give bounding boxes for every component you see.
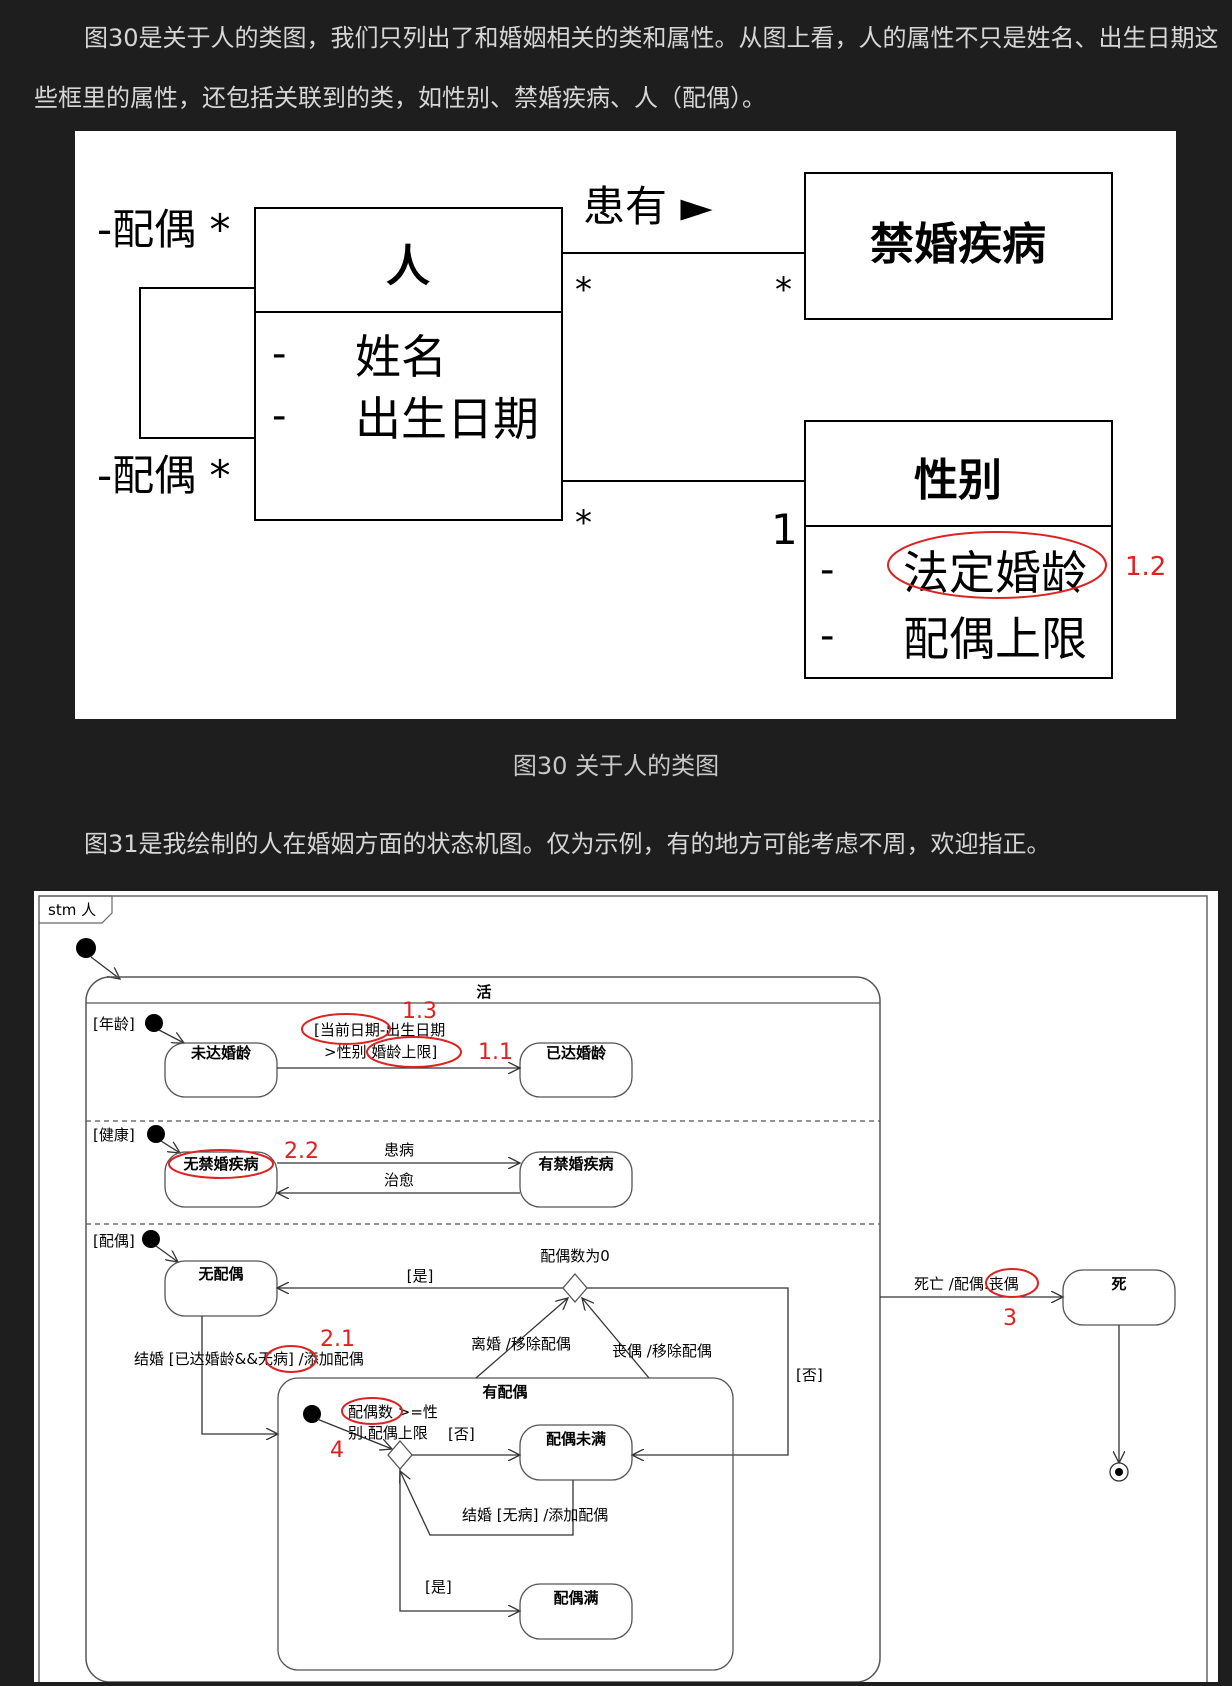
gender-attr-vis-2: -: [820, 613, 834, 659]
svg-text:有配偶: 有配偶: [482, 1383, 527, 1401]
frame: [38, 895, 1208, 1686]
annotation-4: 4: [330, 1438, 344, 1463]
widow-label: 丧偶 /移除配偶: [612, 1342, 712, 1360]
state-alive-name: 活: [476, 983, 491, 1001]
disease-class-name: 禁婚疾病: [870, 219, 1046, 270]
annotation-1-3: 1.3: [402, 999, 437, 1024]
person-attr-vis-2: -: [272, 393, 286, 439]
state-full: [519, 1583, 633, 1640]
region-age-label: [年龄]: [93, 1015, 135, 1033]
state-underage: [164, 1042, 278, 1098]
frame-label: stm 人: [48, 901, 96, 919]
self-role-bottom: -配偶 *: [97, 451, 231, 500]
guard-no-right: [否]: [796, 1366, 823, 1384]
gender-class-name: 性别: [914, 455, 1002, 506]
svg-text:配偶满: 配偶满: [553, 1589, 598, 1607]
choice-zero-spouses: [562, 1273, 588, 1303]
mult-person-disease-left: *: [575, 270, 592, 310]
svg-text:无配偶: 无配偶: [197, 1265, 243, 1283]
person-attr-vis-1: -: [272, 331, 286, 377]
region-spouse-label: [配偶]: [93, 1232, 135, 1250]
marry-inner-label: 结婚 [无病] /添加配偶: [462, 1506, 608, 1524]
marry-label: 结婚 [已达婚龄&&无病] /添加配偶: [134, 1350, 364, 1368]
svg-text:配偶未满: 配偶未满: [546, 1430, 606, 1448]
gender-class-box: [804, 420, 1113, 679]
self-association-line: [139, 287, 255, 439]
intro-paragraph: 图30是关于人的类图，我们只列出了和婚姻相关的类和属性。从图上看，人的属性不只是…: [34, 24, 1219, 112]
state-not-full: [519, 1424, 633, 1481]
choice-spouse-limit: [387, 1440, 413, 1470]
annotation-3: 3: [1003, 1306, 1017, 1331]
state-no-disease: [164, 1151, 278, 1208]
disease-class-box: [804, 172, 1113, 320]
person-attr-name: 姓名: [355, 330, 447, 384]
gender-attr-spouse-limit: 配偶上限: [903, 612, 1087, 666]
death-label: 死亡 /配偶.丧偶: [914, 1275, 1019, 1293]
mult-person-gender-right: 1: [771, 505, 798, 554]
state-has-disease: [519, 1151, 633, 1208]
has-association-label: 患有 ►: [583, 182, 713, 231]
paragraph-2: 图31是我绘制的人在婚姻方面的状态机图。仅为示例，有的地方可能考虑不周，欢迎指正…: [84, 830, 1051, 858]
person-class-box: [254, 207, 563, 521]
divorce-label: 离婚 /移除配偶: [471, 1335, 571, 1353]
annotation-1-1: 1.1: [478, 1040, 513, 1065]
spouse-count-line2: 别.配偶上限: [348, 1424, 428, 1442]
person-attr-birthdate: 出生日期: [355, 392, 539, 446]
self-role-top: -配偶 *: [97, 205, 231, 254]
svg-text:死: 死: [1111, 1275, 1126, 1293]
figure-30-caption: 图30 关于人的类图: [512, 752, 720, 780]
choice-zero-label: 配偶数为0: [540, 1247, 610, 1265]
guard-yes-inner: [是]: [425, 1578, 452, 1596]
svg-text:有禁婚疾病: 有禁婚疾病: [538, 1155, 613, 1173]
svg-text:无禁婚疾病: 无禁婚疾病: [182, 1155, 258, 1173]
state-machine-diagram: stm 人 活 [年龄] 未达婚龄 已达婚龄 [当前日期-出生日期 >性别.婚龄…: [38, 895, 1208, 1686]
annotation-2-2: 2.2: [284, 1139, 319, 1164]
state-alive: [85, 976, 881, 1683]
highlight-marriage-age: [887, 531, 1107, 599]
annotation-1-2: 1.2: [1125, 552, 1166, 582]
region-health-label: [健康]: [93, 1126, 135, 1144]
mult-person-disease-right: *: [775, 270, 792, 310]
class-diagram-figure: 人 - 姓名 - 出生日期 -配偶 * -配偶 * 禁婚疾病 患有 ► * * …: [75, 131, 1176, 719]
gender-attr-vis-1: -: [820, 547, 834, 593]
person-class-name: 人: [386, 241, 430, 292]
guard-no-inner: [否]: [448, 1425, 475, 1443]
svg-text:未达婚龄: 未达婚龄: [190, 1044, 252, 1062]
state-machine-figure: stm 人 活 [年龄] 未达婚龄 已达婚龄 [当前日期-出生日期 >性别.婚龄…: [34, 891, 1218, 1686]
svg-text:已达婚龄: 已达婚龄: [546, 1044, 607, 1062]
guard-yes-top: [是]: [407, 1267, 434, 1285]
age-guard-line2: >性别.婚龄上限]: [324, 1043, 437, 1061]
initial-node: [76, 938, 96, 958]
trans-cure-label: 治愈: [384, 1171, 414, 1189]
spouse-count-line1: 配偶数 >=性: [348, 1403, 438, 1421]
class-diagram: 人 - 姓名 - 出生日期 -配偶 * -配偶 * 禁婚疾病 患有 ► * * …: [97, 172, 1166, 679]
annotation-2-1: 2.1: [320, 1327, 355, 1352]
mult-person-gender-left: *: [575, 503, 592, 543]
trans-sick-label: 患病: [384, 1141, 414, 1159]
state-has-spouse: [277, 1377, 734, 1671]
age-guard-line1: [当前日期-出生日期: [314, 1021, 445, 1039]
